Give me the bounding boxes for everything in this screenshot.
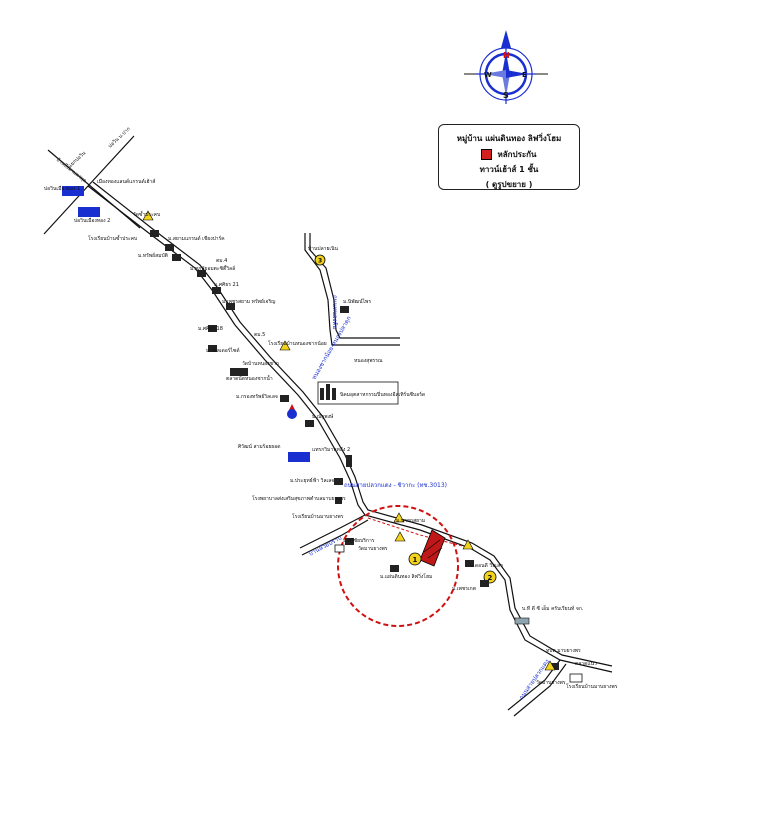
- compass-rose-icon: N S E W: [464, 30, 548, 104]
- label-16: ตม.5: [254, 332, 265, 338]
- label-45: วัดมาบยางพร: [536, 680, 566, 686]
- label-38: ม.แผ่นดินทอง ลิฟวิ่งโฮม: [380, 573, 432, 580]
- label-29: ศิวัฒน์ สามร้อยยอด: [238, 443, 280, 450]
- property-marker-icon: [419, 529, 446, 567]
- label-36: ม.ศิริชัยบริการ: [343, 537, 375, 544]
- red-square-icon: [481, 149, 493, 160]
- road-network: [43, 135, 613, 717]
- label-44: ทบต.มาบยางพร: [546, 648, 581, 654]
- label-30: แทรกวิมานหลัง 2: [312, 446, 350, 453]
- legend-type: ทาวน์เฮ้าส์ 1 ชั้น: [479, 165, 539, 174]
- label-25: หนองสุพรรณ: [354, 358, 383, 364]
- label-28: ม.ณัฐพงษ์: [312, 413, 334, 420]
- label-22: วัดบ้านหนองชาก: [242, 360, 279, 367]
- compass-s: S: [503, 91, 509, 100]
- label-19: ม.นิพัฒน์ไพร: [343, 298, 371, 305]
- legend: หมู่บ้าน แผ่นดินทอง ลิฟวิ่งโฮม หลักประกั…: [438, 124, 580, 190]
- label-46: โรงเรียนบ้านมาบยางพร: [566, 683, 618, 690]
- marker-3: 3: [314, 254, 326, 266]
- label-8: โรงเรียนบ้านซ้ำประคบ: [88, 233, 137, 242]
- label-21: โรงเรียนบ้านหนองชากน้อย: [268, 340, 327, 347]
- label-35: ม.นายกสยาม: [396, 518, 425, 524]
- label-5: เมืองทองแลนด์แกรนด์เฮ้าส์: [97, 178, 155, 185]
- label-6: บ่อวินเมืองทอง 2: [74, 217, 110, 224]
- label-42: บ.ที ดี ซี เอ็ม ครับเรียนท์ จก.: [522, 604, 584, 612]
- label-24: ตลาดนัดหนองชากน้ำ: [226, 373, 273, 382]
- svg-text:3: 3: [318, 258, 322, 265]
- label-32: ม.ประยุทธ์ฟ้า วิลเลจ: [290, 477, 334, 484]
- svg-text:1: 1: [413, 556, 418, 564]
- legend-note: ( ดูรูปขยาย ): [485, 180, 533, 189]
- legend-marker-row: หลักประกัน: [439, 148, 579, 161]
- label-14: ม.เพชรสยาม ทรัพย์เจริญ: [222, 298, 275, 305]
- legend-title: หมู่บ้าน แผ่นดินทอง ลิฟวิ่งโฮม: [456, 134, 562, 143]
- label-41: ม.ดอนดี วิลเลจ: [470, 562, 503, 569]
- label-34: โรงเรียนบ้านมาบยางพร: [292, 513, 344, 520]
- label-20: ถนนหนองค้อ: [331, 295, 338, 329]
- label-40: ม.เพชรเกต: [452, 586, 476, 592]
- building-icons: [150, 230, 583, 683]
- marker-1: 1: [408, 552, 422, 566]
- label-10: ม.สยามแกรนด์ เชียงปาร์ค: [168, 235, 225, 242]
- label-4: บ่อวินเมืองทอง 1: [44, 185, 80, 192]
- label-17: ม.วอลเดอร์ไซด์: [206, 347, 240, 354]
- label-9: ม.ทรัพย์สมบัติ: [138, 252, 168, 259]
- compass-w: W: [484, 71, 492, 79]
- label-13: ม.ศศิธร 21: [214, 281, 239, 288]
- label-37: วัดมาบยางพร: [358, 546, 388, 552]
- label-12: ตม.4: [216, 258, 227, 264]
- label-11: ม.ศุภลัยอมตะซิตี้วิลล์: [190, 263, 235, 272]
- label-33: โรงพยาบาลส่งเสริมสุขภาพตำบลมาบยางพร: [252, 495, 346, 502]
- label-2: บ่อวิน บ.ปาก: [107, 125, 132, 149]
- factory-icon: [514, 617, 530, 625]
- highlight-circle: [337, 505, 459, 627]
- label-31: ถนนสายปลวกแดง - ชิวากะ (ทช.3013): [344, 482, 447, 489]
- label-7: วัดซ้ำประคบ: [133, 209, 160, 218]
- svg-text:2: 2: [488, 574, 493, 582]
- compass-e: E: [522, 71, 527, 79]
- label-47: ตลาดแนว: [575, 661, 597, 667]
- village-icons: [62, 186, 310, 462]
- label-27: นิคมอุตสาหกรรมปิ่นทองอีสเทิร์นซีบอร์ด: [340, 391, 425, 398]
- label-26: ม.กรองทรัพย์วิลเลจ: [236, 393, 278, 400]
- label-15: ม.ศศิธร 18: [198, 325, 223, 332]
- temple-icons: [142, 210, 556, 671]
- compass-n: N: [503, 51, 510, 60]
- legend-marker-label: หลักประกัน: [497, 150, 537, 159]
- label-18: บ้านปลายเนิน: [308, 245, 339, 252]
